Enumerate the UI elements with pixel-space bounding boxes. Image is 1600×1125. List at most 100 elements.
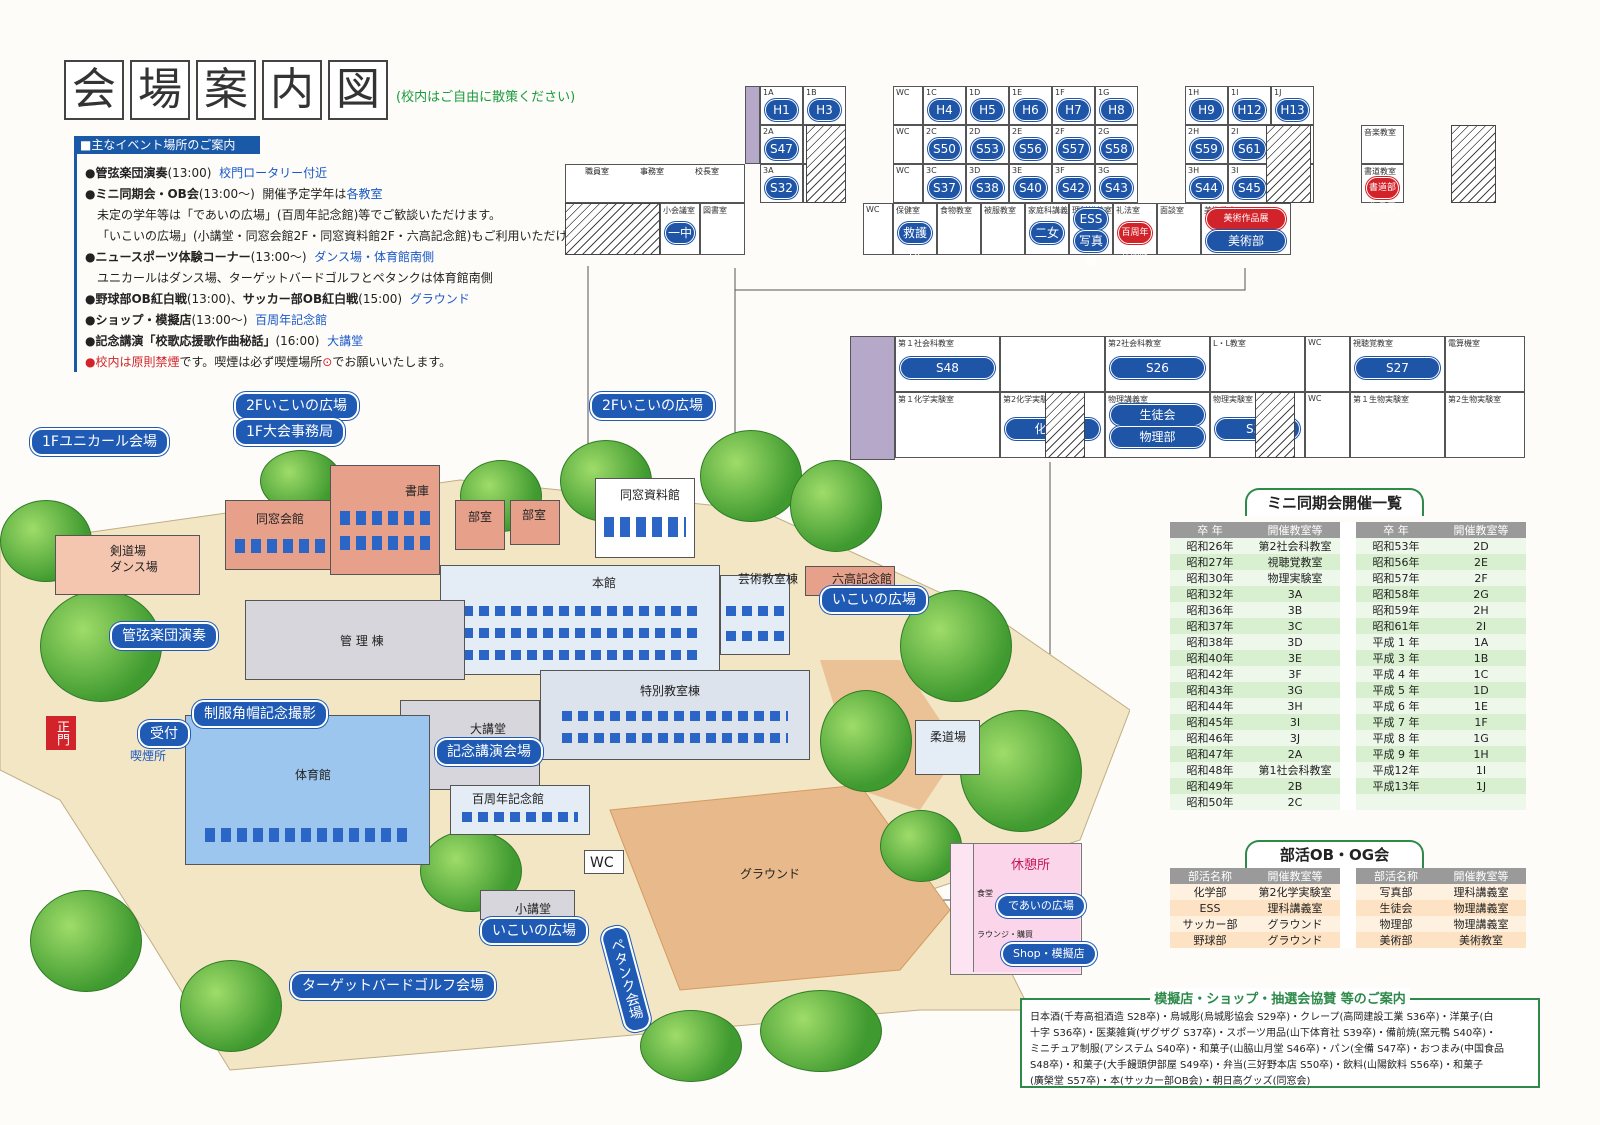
tag-shop[interactable]: Shop・模擬店 <box>1001 942 1097 966</box>
hyakushunen-kinenkan <box>450 785 590 835</box>
room-pill[interactable]: H13 <box>1276 98 1309 121</box>
room-pill[interactable]: S26 <box>1110 357 1205 379</box>
smoking-icon: ⊙ <box>322 355 333 369</box>
room-pill[interactable]: H4 <box>928 98 961 121</box>
room-pill[interactable]: ESS <box>1074 208 1108 230</box>
event-item: ●ショップ・模擬店(13:00〜) 百周年記念館 <box>85 313 328 327</box>
table-cell: 平成 7 年 <box>1356 714 1436 730</box>
room-pill[interactable]: 書道部作品展 <box>1366 176 1399 213</box>
table-row: サッカー部グラウンド物理部物理講義室 <box>1170 916 1526 932</box>
room-pill[interactable]: 救護所 <box>898 222 932 260</box>
room-pill[interactable]: H3 <box>808 98 841 121</box>
room-pill[interactable]: S38 <box>971 176 1004 199</box>
room-pill[interactable]: S37 <box>928 176 961 199</box>
shoko <box>330 465 440 575</box>
stairs <box>1045 392 1085 458</box>
mini-reunion-title: ミニ同期会開催一覧 <box>1245 488 1424 516</box>
room-pill[interactable]: S27 <box>1355 357 1440 379</box>
room-pill[interactable]: S48 <box>900 357 995 379</box>
room-pill[interactable]: S47 <box>765 137 798 160</box>
room-pill[interactable]: 二女 <box>1030 222 1064 244</box>
room-label: 1D <box>969 88 981 97</box>
room-pill[interactable]: S40 <box>1014 176 1047 199</box>
table-cell: 写真部 <box>1356 884 1436 900</box>
tag-ikoi[interactable]: いこいの広場 <box>480 917 588 945</box>
room-pill[interactable]: S32 <box>765 176 798 199</box>
tree <box>790 460 882 552</box>
tag-ikoi-2f[interactable]: 2Fいこいの広場 <box>590 392 715 420</box>
rest-area: 休憩所 食堂 であいの広場 ラウンジ・購買 Shop・模擬店 <box>950 843 1097 975</box>
tag-unicurl[interactable]: 1Fユニカール会場 <box>30 428 169 456</box>
room-pill[interactable]: H8 <box>1100 98 1133 121</box>
room-label: 1G <box>1098 88 1110 97</box>
room-pill[interactable]: S58 <box>1100 137 1133 160</box>
room-cell: 第１化学実験室 <box>895 392 1000 458</box>
room-pill[interactable]: S50 <box>928 137 961 160</box>
room-pill[interactable]: H7 <box>1057 98 1090 121</box>
room-pill[interactable]: H6 <box>1014 98 1047 121</box>
room-pill[interactable]: 物理部 <box>1110 426 1205 448</box>
room-pill[interactable]: H9 <box>1190 98 1223 121</box>
tag-ikoi[interactable]: いこいの広場 <box>820 586 928 614</box>
room-pill[interactable]: H1 <box>765 98 798 121</box>
event-note: 「いこいの広場」(小講堂・同窓会館2F・同窓資料館2F・六高記念館)もご利用いた… <box>97 229 603 243</box>
room-pill[interactable]: H5 <box>971 98 1004 121</box>
tag-deai[interactable]: であいの広場 <box>996 894 1086 918</box>
room-label: 第2生物実験室 <box>1448 395 1502 404</box>
room-pill[interactable]: S61 <box>1233 137 1266 160</box>
room-pill[interactable]: S56 <box>1014 137 1047 160</box>
room-pill[interactable]: 美術部 <box>1206 230 1286 252</box>
room-pill[interactable]: S59 <box>1190 137 1223 160</box>
table-cell: 1G <box>1436 730 1526 746</box>
room-pill[interactable]: S43 <box>1100 176 1133 199</box>
room-pill[interactable]: 美術作品展 <box>1206 208 1286 230</box>
table-cell: 2A <box>1250 746 1340 762</box>
stairwell <box>850 336 895 460</box>
room-pill[interactable]: 百周年作品展 <box>1118 222 1152 258</box>
room-label: 1C <box>926 88 937 97</box>
room-label: 図書室 <box>703 206 727 215</box>
table-cell <box>1356 794 1436 810</box>
table-cell: 昭和26年 <box>1170 538 1250 554</box>
room-pill[interactable]: S57 <box>1057 137 1090 160</box>
tag-target-bird-golf[interactable]: ターゲットバードゴルフ会場 <box>290 972 496 1000</box>
room-pill[interactable]: 写真部 <box>1074 230 1108 268</box>
room-pill[interactable]: S53 <box>971 137 1004 160</box>
room-cell: 物理講義室生徒会物理部 <box>1105 392 1210 458</box>
room-pill[interactable]: 一中 <box>665 222 695 244</box>
tag-reception[interactable]: 受付 <box>138 720 190 748</box>
room-pill[interactable]: H12 <box>1233 98 1266 121</box>
tag-taikai-jimukyoku[interactable]: 1F大会事務局 <box>234 418 345 446</box>
honkan-label: 本館 <box>592 576 617 590</box>
room-label: 1F <box>1055 88 1065 97</box>
table-cell: 美術部 <box>1356 932 1436 948</box>
room-label: 1A <box>763 88 774 97</box>
table-cell: 物理講義室 <box>1436 916 1526 932</box>
room-cell <box>1000 336 1105 392</box>
table-cell: 平成 6 年 <box>1356 698 1436 714</box>
table-cell: 昭和50年 <box>1170 794 1250 810</box>
tag-ikoi-2f[interactable]: 2Fいこいの広場 <box>234 392 359 420</box>
title-char: 場 <box>130 60 190 120</box>
tag-lecture[interactable]: 記念講演会場 <box>435 738 543 766</box>
stairs <box>1266 125 1311 203</box>
room-pill[interactable]: S44 <box>1190 176 1223 199</box>
tag-photo[interactable]: 制服角帽記念撮影 <box>192 700 328 728</box>
shiryokan-label: 同窓資料館 <box>620 488 681 502</box>
room-pill[interactable]: 生徒会 <box>1110 404 1205 426</box>
table-cell: 平成 3 年 <box>1356 650 1436 666</box>
tag-orchestra[interactable]: 管弦楽団演奏 <box>110 622 218 650</box>
room-label: 2H <box>1188 127 1200 136</box>
room-pill[interactable]: S45 <box>1233 176 1266 199</box>
room-pill[interactable]: S42 <box>1057 176 1090 199</box>
